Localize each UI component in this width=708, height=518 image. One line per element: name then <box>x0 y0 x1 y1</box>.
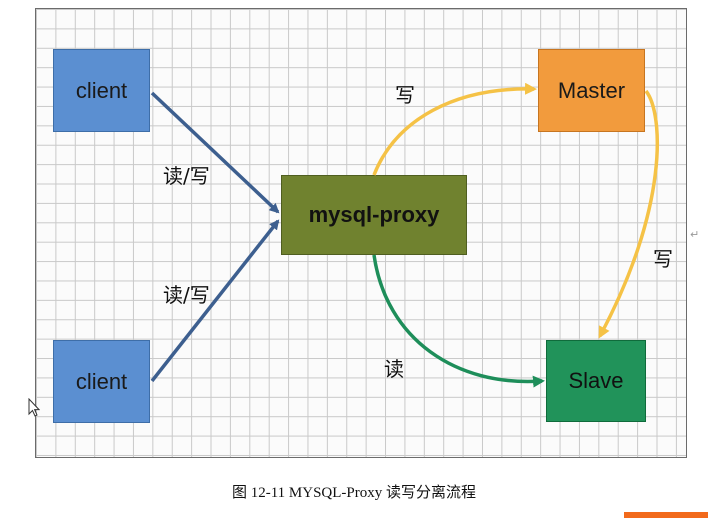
edge-label-proxy-slave: 读 <box>384 357 404 381</box>
client-node-top: client <box>53 49 150 132</box>
slave-node: Slave <box>546 340 646 422</box>
master-node: Master <box>538 49 645 132</box>
figure-caption: 图 12-11 MYSQL-Proxy 读写分离流程 <box>231 485 477 501</box>
diagram-frame: client client mysql-proxy Master Slave 读… <box>35 8 687 458</box>
edge-label-master-slave: 写 <box>653 247 673 271</box>
paragraph-mark-icon: ↵ <box>690 228 700 241</box>
corner-decoration <box>624 512 708 518</box>
mysql-proxy-node: mysql-proxy <box>281 175 467 255</box>
mouse-cursor-icon <box>28 397 41 423</box>
arrow-client-bottom-to-proxy <box>150 219 280 383</box>
arrow-proxy-to-master <box>372 82 537 176</box>
arrows-layer <box>150 82 660 388</box>
edge-label-client-top: 读/写 <box>163 164 210 188</box>
arrow-proxy-to-slave <box>372 254 545 388</box>
arrow-master-to-slave <box>598 89 660 339</box>
arrow-client-top-to-proxy <box>150 91 280 214</box>
client-node-bottom: client <box>53 340 150 423</box>
edge-label-client-bottom: 读/写 <box>163 283 210 307</box>
edge-label-proxy-master: 写 <box>395 83 415 107</box>
